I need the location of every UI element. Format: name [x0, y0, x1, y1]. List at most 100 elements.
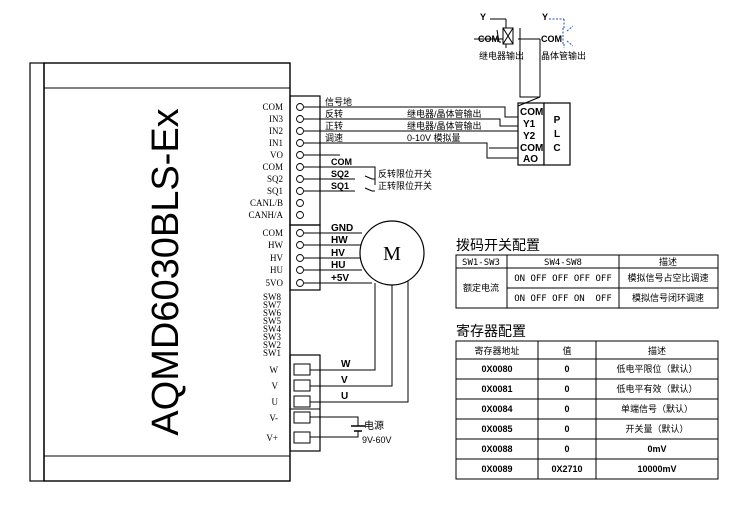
- dip-sw2: SW2: [263, 340, 281, 350]
- dip-sw5: SW5: [263, 316, 282, 326]
- reg-row-desc: 低电平限位（默认）: [616, 363, 697, 374]
- term-5vo: 5VO: [266, 278, 284, 288]
- plc-letters: P L C: [553, 115, 560, 154]
- plc-letter-p: P: [554, 115, 561, 126]
- dip-table-text: SW1-SW3 SW4-SW8 描述 额定电流 ON OFF OFF OFF O…: [462, 256, 708, 304]
- term-v: V: [272, 381, 279, 391]
- term-sq1: SQ1: [267, 186, 283, 196]
- dip-group-label: 额定电流: [463, 282, 499, 293]
- dip-switch-labels: SW8 SW7 SW6 SW5 SW4 SW3 SW2 SW1: [263, 292, 282, 358]
- label-reverse: 反转: [325, 108, 343, 119]
- label-fwd-limit: 正转限位开关: [378, 180, 432, 191]
- dip-sw7: SW7: [263, 300, 282, 310]
- relay-output-symbol: [474, 18, 521, 72]
- term-vo: VO: [270, 150, 283, 160]
- output-wiring: [518, 38, 541, 72]
- transistor-y-label: Y: [542, 12, 548, 22]
- term-in2: IN2: [269, 126, 283, 136]
- dip-table-title: 拨码开关配置: [456, 237, 540, 253]
- driver-model-label: AQMD6030BLS-Ex: [145, 108, 187, 435]
- reg-table-rows: 0X0080 0 低电平限位（默认） 0X0081 0 低电平有效（默认） 0X…: [481, 363, 697, 474]
- term-w: W: [270, 365, 279, 375]
- reg-header-addr: 寄存器地址: [474, 345, 519, 356]
- label-hw: HW: [331, 235, 348, 246]
- reg-row-addr: 0X0089: [481, 464, 512, 474]
- plc-y1: Y1: [523, 119, 536, 130]
- reg-row-val: 0: [564, 404, 569, 414]
- plc-letter-c: C: [553, 143, 560, 154]
- term-com-1: COM: [262, 102, 283, 112]
- label-u: U: [341, 391, 348, 402]
- label-w: W: [341, 359, 351, 370]
- term-com-3: COM: [262, 228, 283, 238]
- plc-ao: AO: [523, 154, 538, 165]
- label-gnd: GND: [331, 223, 353, 234]
- reg-table-title: 寄存器配置: [456, 323, 526, 339]
- term-canh: CANH/A: [248, 210, 283, 220]
- dip-row-1-switches: ON OFF OFF OFF OFF: [514, 274, 612, 284]
- dip-header-sw1-3: SW1-SW3: [462, 258, 500, 268]
- label-analog: 0-10V 模拟量: [407, 132, 461, 143]
- label-signal-ground: 信号地: [325, 96, 352, 107]
- plc-y2: Y2: [523, 131, 536, 142]
- reg-header-desc: 描述: [648, 345, 666, 356]
- reg-row-val: 0X2710: [551, 464, 582, 474]
- power-label: 电源: [364, 419, 384, 432]
- dip-header-sw4-8: SW4-SW8: [544, 258, 582, 268]
- terminal-labels-top: COM IN3 IN2 IN1 VO COM SQ2 SQ1 CANL/B CA…: [248, 102, 283, 220]
- motor-label: M: [383, 243, 401, 265]
- dip-table-grid: [455, 254, 719, 309]
- term-u: U: [272, 397, 279, 407]
- motor-symbol: [359, 220, 425, 286]
- reg-row-desc: 0mV: [647, 444, 666, 454]
- plc-terminals: COM Y1 Y2 COM AO: [520, 107, 543, 165]
- dip-sw8: SW8: [263, 292, 282, 302]
- control-wiring: [304, 106, 518, 192]
- terminal-sockets: [296, 103, 304, 287]
- reg-table-grid: [455, 340, 719, 480]
- term-vplus: V+: [266, 433, 278, 443]
- reg-row-addr: 0X0088: [481, 444, 512, 454]
- power-terminal-labels: W V U V- V+: [266, 365, 278, 443]
- relay-output-caption: 继电器输出: [479, 50, 524, 61]
- label-hu: HU: [331, 260, 345, 271]
- label-5v: +5V: [331, 273, 349, 284]
- label-relay-out-1: 继电器/晶体管输出: [407, 108, 482, 119]
- power-terminal-boxes: [290, 363, 320, 444]
- plc-letter-l: L: [554, 129, 560, 140]
- label-v: V: [341, 375, 348, 386]
- reg-row-desc: 低电平有效（默认）: [616, 383, 697, 394]
- driver-body: [29, 62, 321, 482]
- reg-row-val: 0: [564, 364, 569, 374]
- term-hv: HV: [270, 253, 283, 263]
- reg-row-val: 0: [564, 424, 569, 434]
- term-com-2: COM: [262, 162, 283, 172]
- reg-row-desc: 10000mV: [637, 464, 676, 474]
- label-relay-out-2: 继电器/晶体管输出: [407, 120, 482, 131]
- dip-sw4: SW4: [263, 324, 282, 334]
- dip-row-2-desc: 模拟信号闭环调速: [632, 292, 704, 303]
- reg-row-addr: 0X0080: [481, 364, 512, 374]
- term-hu: HU: [270, 265, 283, 275]
- label-com: COM: [331, 157, 352, 167]
- transistor-com-label: COM: [541, 34, 562, 44]
- relay-com-label: COM: [478, 34, 499, 44]
- reg-row-addr: 0X0081: [481, 384, 512, 394]
- output-labels: Y COM Y COM: [478, 12, 562, 44]
- reg-row-val: 0: [564, 444, 569, 454]
- plc-com-2: COM: [520, 143, 543, 154]
- term-in1: IN1: [269, 138, 283, 148]
- plc-block: [517, 102, 571, 166]
- reg-row-addr: 0X0084: [481, 404, 512, 414]
- power-wiring: [310, 416, 365, 438]
- dip-sw1: SW1: [263, 348, 281, 358]
- term-canl: CANL/B: [250, 198, 283, 208]
- motor-labels: GND HW HV HU +5V W V U: [331, 223, 353, 402]
- control-labels: 信号地 反转 正转 调速 继电器/晶体管输出 继电器/晶体管输出 0-10V 模…: [325, 96, 482, 191]
- dip-sw6: SW6: [263, 308, 282, 318]
- motor-wiring: [304, 232, 409, 403]
- label-speed: 调速: [325, 133, 343, 143]
- terminal-labels-mid: COM HW HV HU 5VO: [262, 228, 283, 288]
- transistor-output-symbol: [549, 18, 574, 48]
